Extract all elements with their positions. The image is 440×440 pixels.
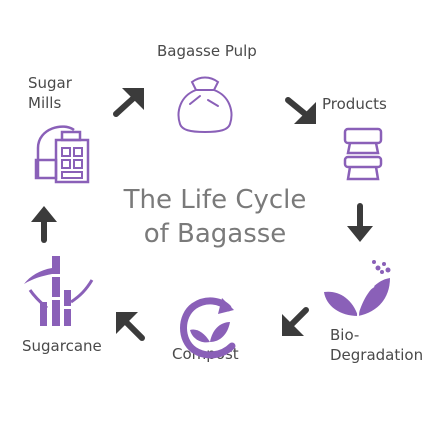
arrow-sugarcane-to-mills (31, 206, 57, 243)
label-mills: Mills (28, 93, 62, 112)
arrow-biodegradation-to-compost (282, 307, 309, 336)
factory-icon (34, 125, 90, 184)
diagram-title: The Life Cycle of Bagasse (110, 184, 320, 252)
sack-icon (177, 76, 233, 134)
arrow-pulp-to-products (285, 97, 316, 124)
sprouting-leaf-icon (324, 260, 391, 317)
label-products: Products (322, 95, 387, 113)
label-bio-degradation: Bio- Degradation (330, 326, 423, 365)
recycle-leaf-icon (180, 297, 236, 359)
sugarcane-icon (24, 256, 94, 326)
arrow-compost-to-sugarcane (116, 312, 145, 341)
stacked-containers-icon (343, 127, 383, 181)
label-sugarcane: Sugarcane (22, 337, 102, 355)
label-bio: Bio- (330, 326, 360, 344)
label-degradation: Degradation (330, 345, 424, 364)
title-line-2: of Bagasse (143, 218, 287, 249)
arrow-products-to-biodegradation (347, 203, 373, 242)
label-sugar-mills: Sugar Mills (28, 74, 72, 113)
title-line-1: The Life Cycle (123, 185, 307, 215)
label-bagasse-pulp: Bagasse Pulp (157, 42, 257, 60)
label-sugar: Sugar (28, 74, 72, 92)
arrow-mills-to-pulp (113, 88, 144, 117)
